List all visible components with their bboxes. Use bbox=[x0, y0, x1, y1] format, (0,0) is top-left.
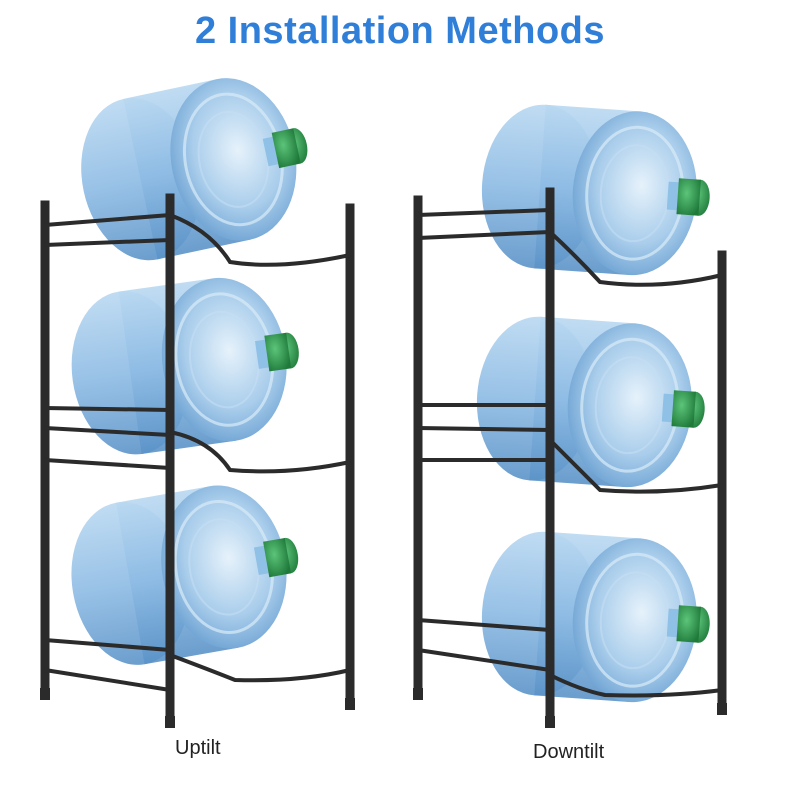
downtilt-caption: Downtilt bbox=[533, 741, 605, 763]
uptilt-rack bbox=[40, 62, 355, 728]
uptilt-caption: Uptilt bbox=[175, 737, 221, 759]
page-title: 2 Installation Methods bbox=[194, 10, 606, 52]
downtilt-rack bbox=[413, 99, 727, 728]
